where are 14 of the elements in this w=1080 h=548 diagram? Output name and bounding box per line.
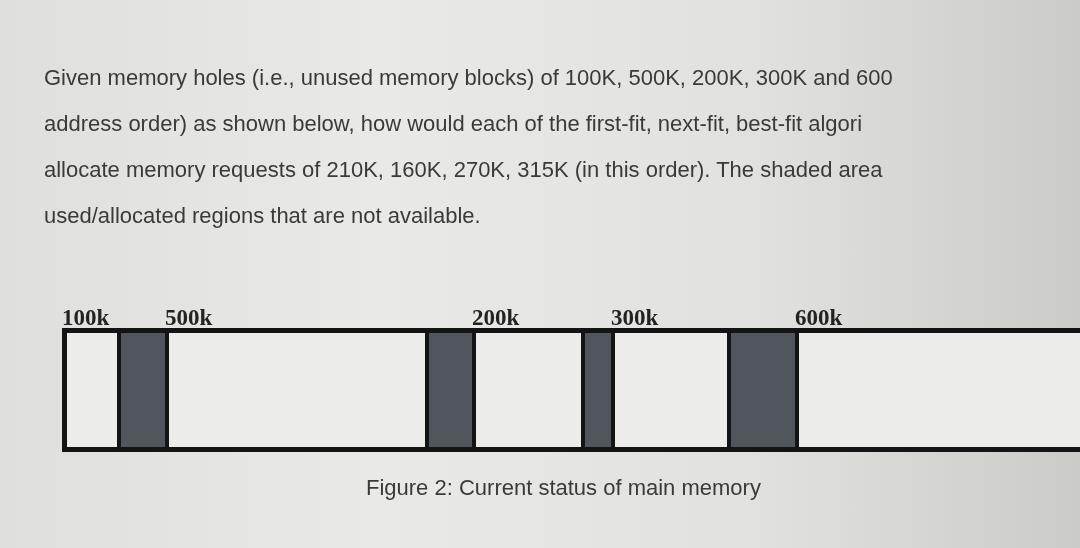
question-text: address order) as shown below, how would each of the first-fit, next-fit, best-fit algori: [44, 110, 863, 138]
allocated-block: [425, 328, 476, 452]
size-label: 300k: [611, 306, 659, 329]
size-label: 500k: [165, 306, 213, 329]
size-label: 100k: [62, 306, 110, 329]
size-label: 200k: [472, 306, 520, 329]
question-text: used/allocated regions that are not available.: [44, 202, 481, 230]
allocated-block: [117, 328, 169, 452]
allocated-block: [727, 328, 799, 452]
allocated-block: [581, 328, 615, 452]
size-label: 600k: [795, 306, 843, 329]
question-text: Given memory holes (i.e., unused memory blocks) of 100K, 500K, 200K, 300K and 600: [44, 64, 893, 92]
figure-caption: Figure 2: Current status of main memory: [366, 474, 761, 502]
question-text: allocate memory requests of 210K, 160K, 270K, 315K (in this order). The shaded area: [44, 156, 883, 184]
